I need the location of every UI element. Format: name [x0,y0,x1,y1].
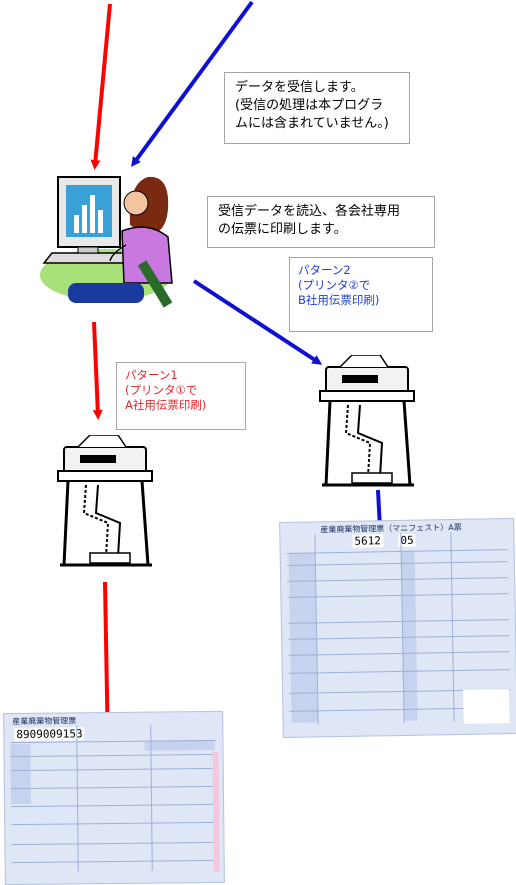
pattern2-line3: B社用伝票印刷) [298,293,380,307]
receive-callout-line3: ムには含まれていません。) [235,116,389,131]
printer-icon [319,355,415,487]
pattern2-line1: パターン2 [298,263,351,277]
slip-b-title: 産業廃棄物管理票（マニフェスト）A票 [320,522,462,535]
receive-callout-line2: (受信の処理は本プログラ [235,98,384,113]
pattern1-line1: パターン1 [125,368,178,382]
manifest-slip-a: 産業廃棄物管理票 8909009153 [3,710,225,885]
slip-a-number: 8909009153 [14,727,85,742]
red-arrow-to-printer1 [92,321,103,420]
receive-callout-line1: データを受信します。 [235,80,364,95]
computer-user-icon [40,176,173,308]
slip-b-number: 5612 [352,534,384,548]
pattern1-callout: パターン1 (プリンタ①で A社用伝票印刷) [116,362,246,430]
red-arrow-top [90,3,112,170]
pattern2-callout: パターン2 (プリンタ②で B社用伝票印刷) [289,257,433,332]
pattern1-line3: A社用伝票印刷) [125,398,207,412]
slip-a-title: 産業廃棄物管理票 [12,716,77,727]
print-callout: 受信データを読込、各会社専用 の伝票に印刷します。 [207,196,435,248]
receive-callout: データを受信します。 (受信の処理は本プログラ ムには含まれていません。) [224,72,410,144]
printer-icon [57,435,153,567]
print-callout-line1: 受信データを読込、各会社専用 [218,204,401,219]
pattern2-line2: (プリンタ②で [298,278,371,292]
blue-arrow-top [131,0,254,168]
manifest-slip-b: 産業廃棄物管理票（マニフェスト）A票 5612 05 [279,517,516,739]
blue-arrow-to-printer2 [192,279,323,365]
pattern1-line2: (プリンタ①で [125,383,198,397]
print-callout-line2: の伝票に印刷します。 [218,222,347,237]
